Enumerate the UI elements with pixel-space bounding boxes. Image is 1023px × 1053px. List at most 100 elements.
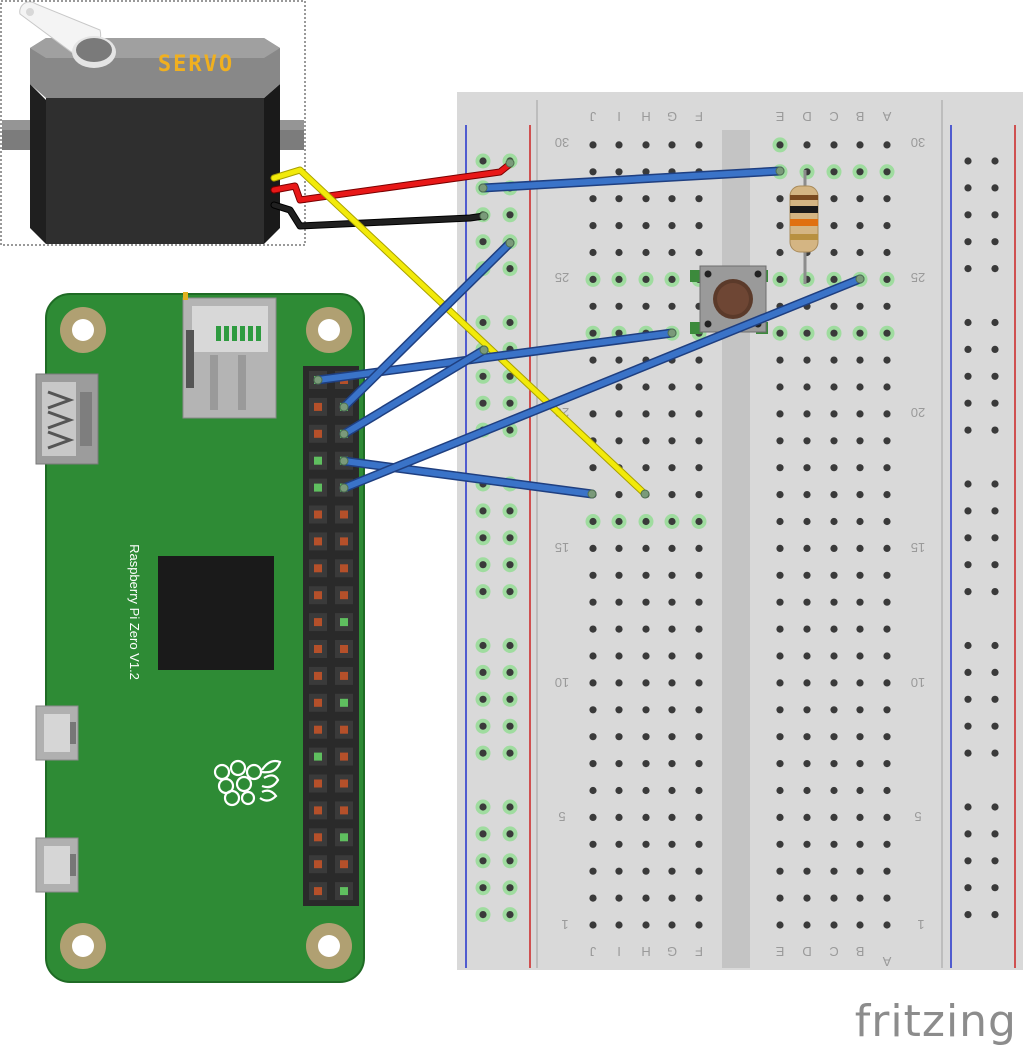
breadboard-hole[interactable] (830, 760, 838, 768)
breadboard-hole[interactable] (776, 410, 784, 418)
breadboard-hole[interactable] (856, 894, 864, 902)
breadboard-hole[interactable] (803, 921, 811, 929)
breadboard-hole[interactable] (589, 867, 597, 875)
breadboard-hole[interactable] (830, 706, 838, 714)
breadboard-hole[interactable] (695, 491, 703, 499)
breadboard-hole[interactable] (830, 867, 838, 875)
breadboard-hole[interactable] (642, 706, 650, 714)
breadboard-hole[interactable] (668, 760, 676, 768)
power-rail-hole[interactable] (991, 480, 999, 488)
breadboard-hole[interactable] (803, 813, 811, 822)
breadboard-hole[interactable] (589, 544, 597, 553)
breadboard-hole[interactable] (803, 464, 811, 472)
breadboard-hole[interactable] (883, 840, 891, 848)
power-rail-hole[interactable] (479, 830, 487, 838)
breadboard-hole[interactable] (776, 921, 784, 929)
gpio-pin[interactable] (340, 806, 348, 815)
power-rail-hole[interactable] (964, 641, 972, 650)
breadboard-hole[interactable] (776, 383, 784, 391)
breadboard-hole[interactable] (883, 275, 891, 283)
breadboard-hole[interactable] (803, 840, 811, 848)
breadboard-hole[interactable] (642, 302, 650, 310)
power-rail-hole[interactable] (479, 157, 487, 165)
breadboard-hole[interactable] (776, 679, 784, 687)
breadboard-hole[interactable] (856, 625, 864, 633)
power-rail-hole[interactable] (991, 561, 999, 569)
breadboard-hole[interactable] (856, 195, 864, 203)
breadboard-hole[interactable] (642, 464, 650, 472)
breadboard-hole[interactable] (642, 760, 650, 768)
breadboard-hole[interactable] (615, 383, 623, 391)
gpio-pin[interactable] (314, 645, 322, 653)
power-rail-hole[interactable] (991, 345, 999, 353)
breadboard-hole[interactable] (830, 491, 838, 499)
breadboard-hole[interactable] (883, 652, 891, 660)
breadboard-hole[interactable] (589, 733, 597, 741)
breadboard-hole[interactable] (830, 222, 838, 230)
breadboard-hole[interactable] (830, 786, 838, 795)
breadboard-hole[interactable] (803, 491, 811, 499)
power-rail-hole[interactable] (991, 588, 999, 596)
breadboard-hole[interactable] (803, 760, 811, 768)
gpio-pin[interactable] (340, 510, 348, 519)
power-rail-hole[interactable] (506, 318, 514, 327)
breadboard-hole[interactable] (642, 921, 650, 929)
breadboard-hole[interactable] (883, 706, 891, 714)
breadboard-hole[interactable] (883, 544, 891, 553)
breadboard-hole[interactable] (830, 141, 838, 149)
power-rail-hole[interactable] (479, 884, 487, 892)
gpio-pin[interactable] (314, 483, 322, 492)
gpio-pin[interactable] (314, 698, 322, 707)
breadboard-hole[interactable] (883, 437, 891, 445)
power-rail-hole[interactable] (964, 668, 972, 677)
breadboard-hole[interactable] (589, 625, 597, 633)
breadboard-hole[interactable] (830, 168, 838, 176)
breadboard-hole[interactable] (668, 464, 676, 472)
power-rail-hole[interactable] (991, 722, 999, 730)
power-rail-hole[interactable] (991, 695, 999, 703)
gpio-pin[interactable] (340, 618, 348, 627)
breadboard-hole[interactable] (668, 840, 676, 848)
power-rail-hole[interactable] (506, 372, 514, 380)
breadboard-hole[interactable] (776, 894, 784, 902)
breadboard-hole[interactable] (642, 786, 650, 795)
breadboard-hole[interactable] (615, 437, 623, 445)
breadboard-hole[interactable] (668, 625, 676, 633)
breadboard-hole[interactable] (642, 813, 650, 822)
breadboard-hole[interactable] (830, 894, 838, 902)
gpio-pin[interactable] (314, 860, 322, 869)
breadboard-hole[interactable] (668, 733, 676, 741)
breadboard-hole[interactable] (668, 195, 676, 203)
breadboard-hole[interactable] (830, 625, 838, 633)
breadboard-hole[interactable] (589, 598, 597, 606)
breadboard-hole[interactable] (695, 437, 703, 445)
power-rail-hole[interactable] (479, 803, 487, 811)
breadboard-hole[interactable] (695, 733, 703, 741)
power-rail-hole[interactable] (964, 857, 972, 865)
breadboard-hole[interactable] (830, 921, 838, 929)
gpio-pin[interactable] (314, 537, 322, 546)
breadboard-hole[interactable] (856, 491, 864, 499)
breadboard-hole[interactable] (642, 625, 650, 633)
breadboard-hole[interactable] (883, 464, 891, 472)
power-rail-hole[interactable] (991, 911, 999, 919)
breadboard-hole[interactable] (668, 652, 676, 660)
breadboard-hole[interactable] (776, 275, 784, 283)
gpio-pin[interactable] (340, 779, 348, 788)
power-rail-hole[interactable] (964, 507, 972, 515)
power-rail-hole[interactable] (991, 507, 999, 515)
breadboard-hole[interactable] (642, 275, 650, 283)
breadboard-hole[interactable] (589, 652, 597, 660)
breadboard-hole[interactable] (668, 302, 676, 310)
wire-servo-ground[interactable] (271, 202, 487, 229)
breadboard-hole[interactable] (695, 921, 703, 929)
breadboard-hole[interactable] (803, 894, 811, 902)
breadboard-hole[interactable] (776, 329, 784, 337)
power-rail-hole[interactable] (991, 426, 999, 434)
breadboard-hole[interactable] (830, 652, 838, 660)
breadboard-hole[interactable] (776, 222, 784, 230)
breadboard-hole[interactable] (589, 410, 597, 418)
power-rail-hole[interactable] (991, 857, 999, 865)
power-rail-hole[interactable] (479, 318, 487, 327)
breadboard-hole[interactable] (589, 840, 597, 848)
